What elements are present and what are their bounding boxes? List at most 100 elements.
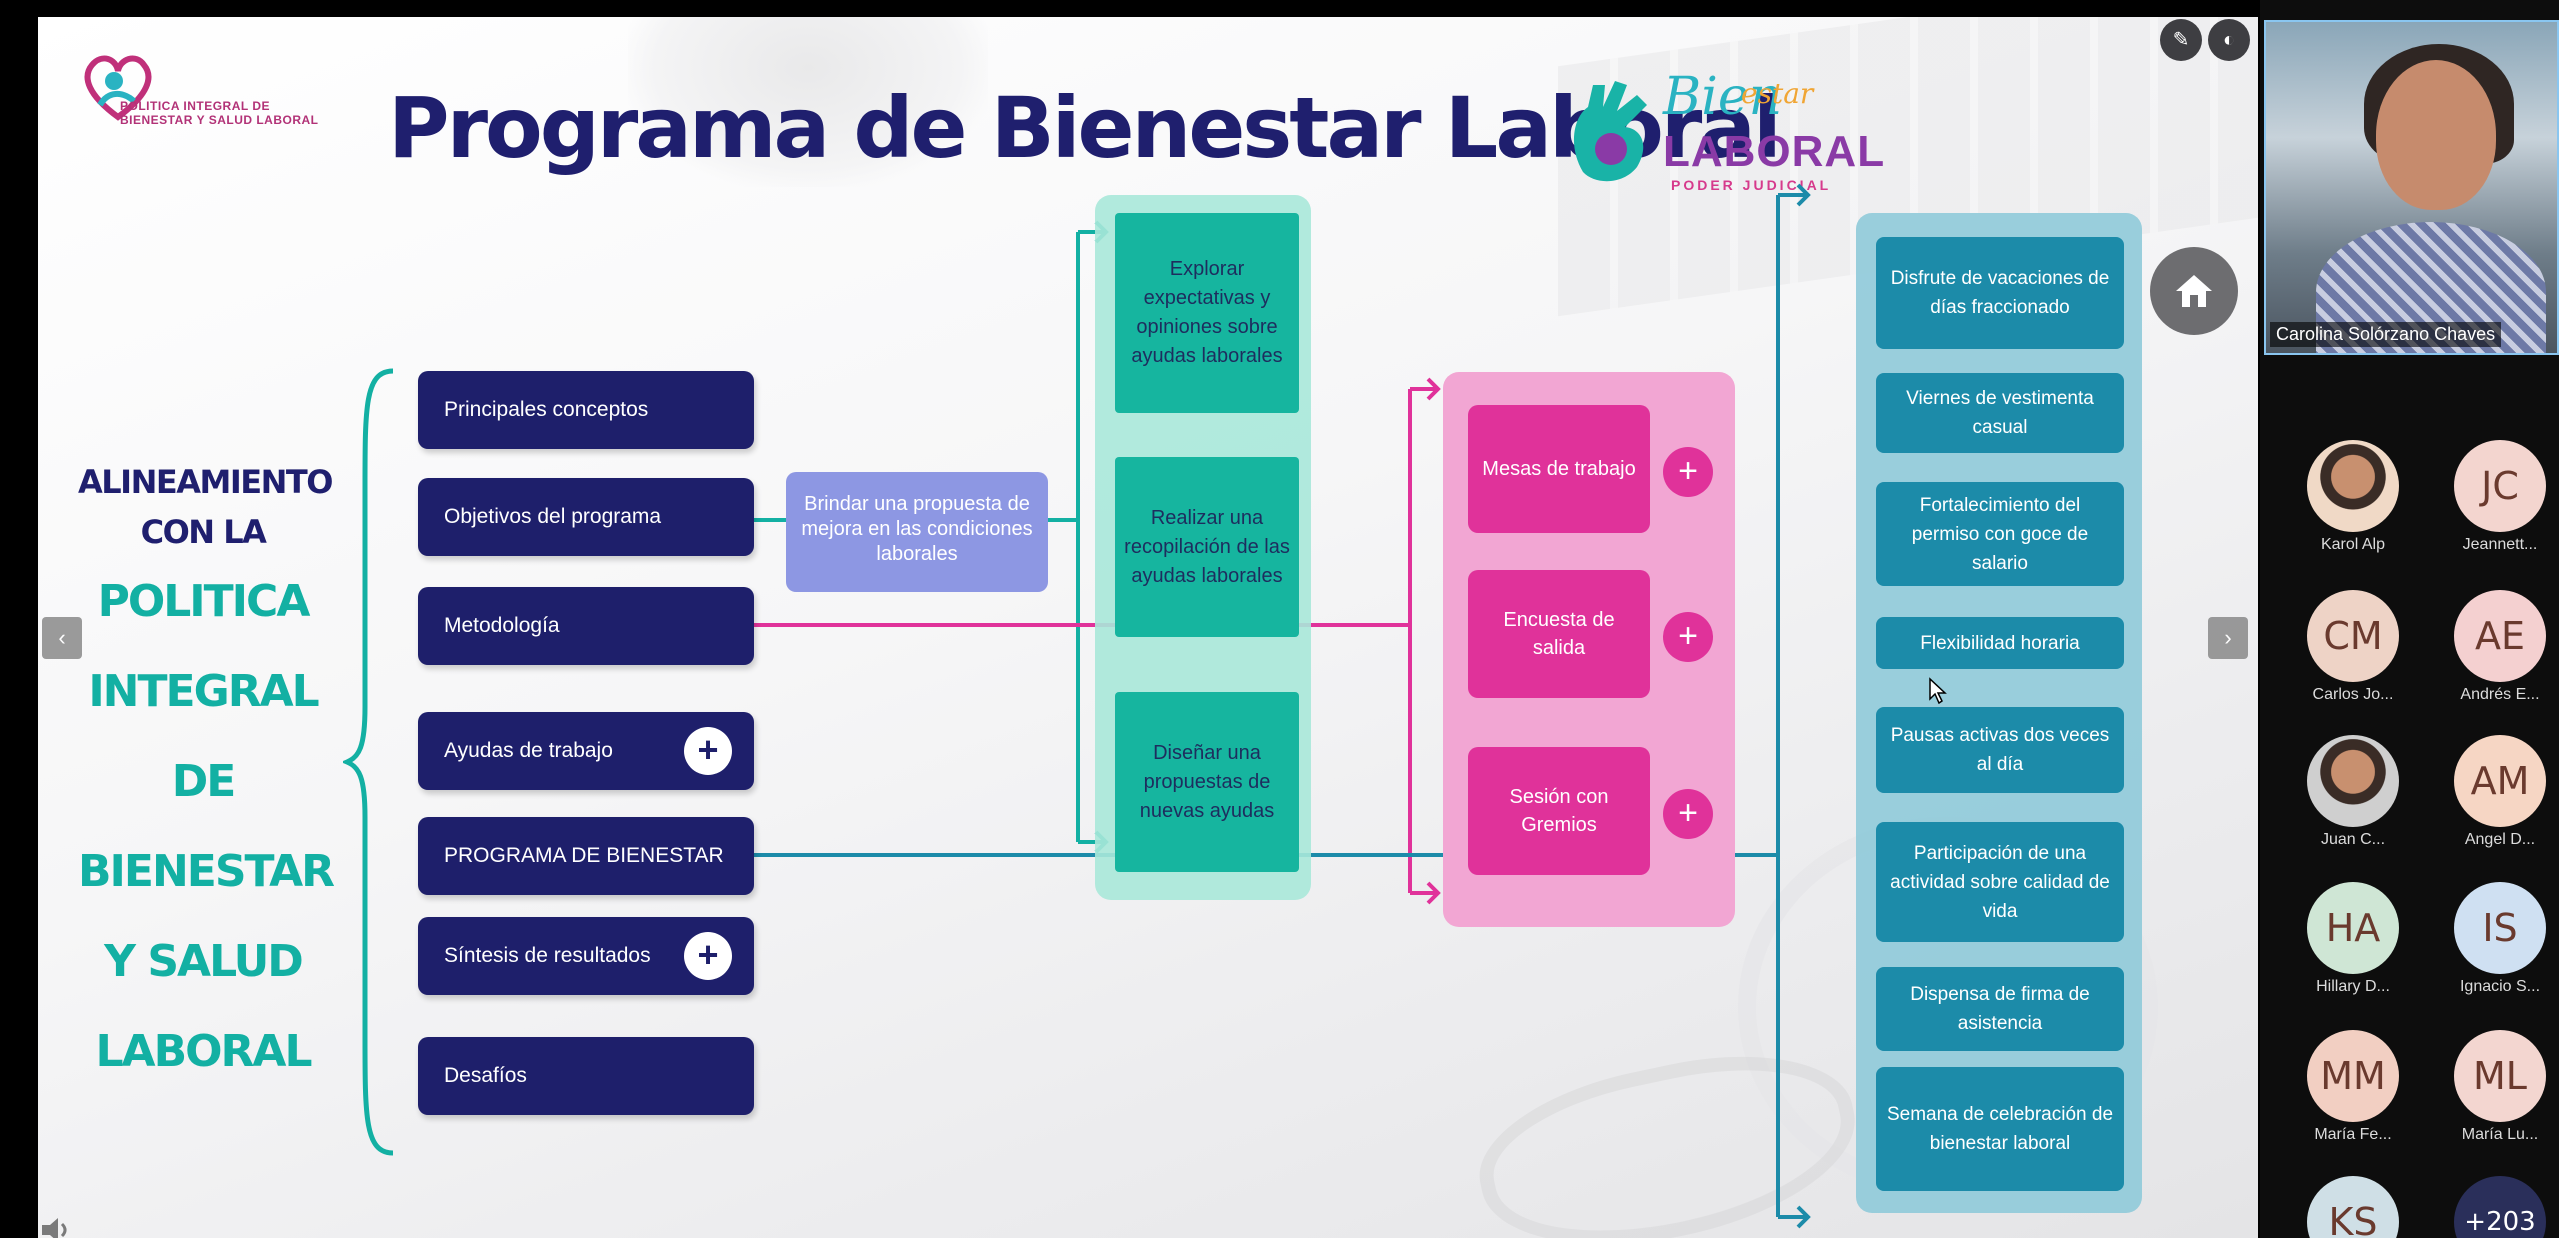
participant-tile[interactable]: JC Jeannett... [2430,440,2559,580]
participant-name: Angel D... [2464,831,2536,848]
plus-icon[interactable]: + [1663,447,1713,497]
alignment-heading: ALINEAMIENTO CON LA POLITICA INTEGRAL DE… [78,457,335,1097]
blue-box-pausas: Pausas activas dos veces al día [1876,707,2124,793]
avatar [2307,440,2399,532]
nav-label: PROGRAMA DE BIENESTAR [444,844,724,867]
avatar: HA [2307,882,2399,974]
plus-icon[interactable]: + [1663,612,1713,662]
logo-estar-text: estar [1741,77,1814,110]
eraser-icon[interactable]: ◐ [2208,19,2250,61]
blue-box-viernes: Viernes de vestimenta casual [1876,373,2124,453]
nav-objetivos-programa[interactable]: Objetivos del programa [418,478,754,556]
speaker-face [2376,60,2496,210]
nav-principales-conceptos[interactable]: Principales conceptos [418,371,754,449]
avatar: KS [2307,1176,2399,1238]
proposal-box: Brindar una propuesta de mejora en las c… [786,472,1048,592]
avatar: AE [2454,590,2546,682]
logo-poder-text: PODER JUDICIAL [1671,177,1832,193]
hand-logo-icon [1573,81,1647,182]
participant-tile[interactable]: AM Angel D... [2430,735,2559,875]
slide-title: Programa de Bienestar Laboral [388,79,1782,177]
blue-box-semana: Semana de celebración de bienestar labor… [1876,1067,2124,1191]
participant-tile[interactable]: MM María Fe... [2283,1030,2423,1170]
participant-name: Jeannett... [2462,536,2538,553]
pink-box-gremios[interactable]: Sesión con Gremios [1468,747,1650,875]
alignment-teal-6: LABORAL [95,1026,312,1077]
alignment-teal-2: INTEGRAL [88,666,319,717]
speaker-name-label: Carolina Solórzano Chaves [2270,322,2502,347]
teal-box-recopilacion: Realizar una recopilación de las ayudas … [1115,457,1299,637]
participant-name: Ignacio S... [2459,978,2541,995]
avatar: ML [2454,1030,2546,1122]
blue-box-participacion: Participación de una actividad sobre cal… [1876,822,2124,942]
alignment-teal-3: DE [171,756,237,807]
participant-name: Andrés E... [2460,686,2540,703]
more-participants-button[interactable]: +203 [2430,1176,2559,1238]
blue-box-flexibilidad: Flexibilidad horaria [1876,617,2124,669]
alignment-line-2: CON LA [140,513,267,551]
avatar [2307,735,2399,827]
blue-box-permiso: Fortalecimiento del permiso con goce de … [1876,482,2124,586]
nav-label: Metodología [444,614,560,637]
nav-label: Objetivos del programa [444,505,662,528]
teal-box-explorar: Explorar expectativas y opiniones sobre … [1115,213,1299,413]
participant-tile[interactable]: Juan C... [2283,735,2423,875]
participant-name: María Lu... [2461,1126,2539,1143]
avatar: +203 [2454,1176,2546,1238]
nav-label: Ayudas de trabajo [444,739,613,762]
alignment-teal-4: BIENESTAR [78,846,335,897]
participant-tile[interactable]: IS Ignacio S... [2430,882,2559,1022]
blue-box-vacaciones: Disfrute de vacaciones de días fracciona… [1876,237,2124,349]
participant-tile[interactable]: CM Carlos Jo... [2283,590,2423,730]
background-plant [628,17,988,187]
participant-tile[interactable]: HA Hillary D... [2283,882,2423,1022]
plus-icon[interactable]: + [1663,789,1713,839]
participant-name: Hillary D... [2316,978,2390,995]
nav-metodologia[interactable]: Metodología [418,587,754,665]
avatar: CM [2307,590,2399,682]
nav-sintesis-resultados[interactable]: Síntesis de resultados + [418,917,754,995]
bienestar-logo: Bien estar LABORAL PODER JUDICIAL [1563,67,1886,207]
teal-box-disenar: Diseñar una propuestas de nuevas ayudas [1115,692,1299,872]
avatar: JC [2454,440,2546,532]
participant-tile[interactable]: ML María Lu... [2430,1030,2559,1170]
avatar: AM [2454,735,2546,827]
logo-laboral-text: LABORAL [1663,127,1886,176]
pencil-icon[interactable]: ✎ [2160,19,2202,61]
alignment-teal-1: POLITICA [97,576,311,627]
presentation-slide: POLITICA INTEGRAL DE BIENESTAR Y SALUD L… [38,17,2258,1238]
nav-programa-bienestar[interactable]: PROGRAMA DE BIENESTAR [418,817,754,895]
alignment-teal-5: Y SALUD [104,936,304,987]
pink-box-encuesta[interactable]: Encuesta de salida [1468,570,1650,698]
next-slide-button[interactable]: › [2208,617,2248,659]
mouse-cursor-icon [1929,677,1947,705]
speaker-icon[interactable] [40,1215,74,1238]
nav-ayudas-trabajo[interactable]: Ayudas de trabajo + [418,712,754,790]
avatar: MM [2307,1030,2399,1122]
avatar: IS [2454,882,2546,974]
policy-logo-text: POLITICA INTEGRAL DE BIENESTAR Y SALUD L… [120,99,319,127]
logo-bien-text: Bien [1663,67,1783,127]
blue-box-dispensa: Dispensa de firma de asistencia [1876,967,2124,1051]
nav-label: Síntesis de resultados [444,944,651,967]
nav-label: Principales conceptos [444,398,649,421]
participant-name: Juan C... [2320,831,2386,848]
policy-logo: POLITICA INTEGRAL DE BIENESTAR Y SALUD L… [78,47,338,147]
participant-tile[interactable]: KS [2283,1176,2423,1238]
home-icon [2176,275,2212,307]
participant-tile[interactable]: AE Andrés E... [2430,590,2559,730]
previous-slide-button[interactable]: ‹ [42,617,82,659]
curly-brace [343,368,394,1156]
active-speaker-video[interactable]: Carolina Solórzano Chaves [2264,20,2559,355]
heart-logo-icon [84,55,152,121]
participant-name: Karol Alp [2320,536,2386,553]
home-button[interactable] [2150,247,2238,335]
plus-icon[interactable]: + [684,727,732,775]
participant-name: Carlos Jo... [2312,686,2394,703]
nav-desafios[interactable]: Desafíos [418,1037,754,1115]
nav-label: Desafíos [444,1064,527,1087]
plus-icon[interactable]: + [684,932,732,980]
participant-name: María Fe... [2314,1126,2392,1143]
participant-tile[interactable]: Karol Alp [2283,440,2423,580]
pink-box-mesas[interactable]: Mesas de trabajo [1468,405,1650,533]
